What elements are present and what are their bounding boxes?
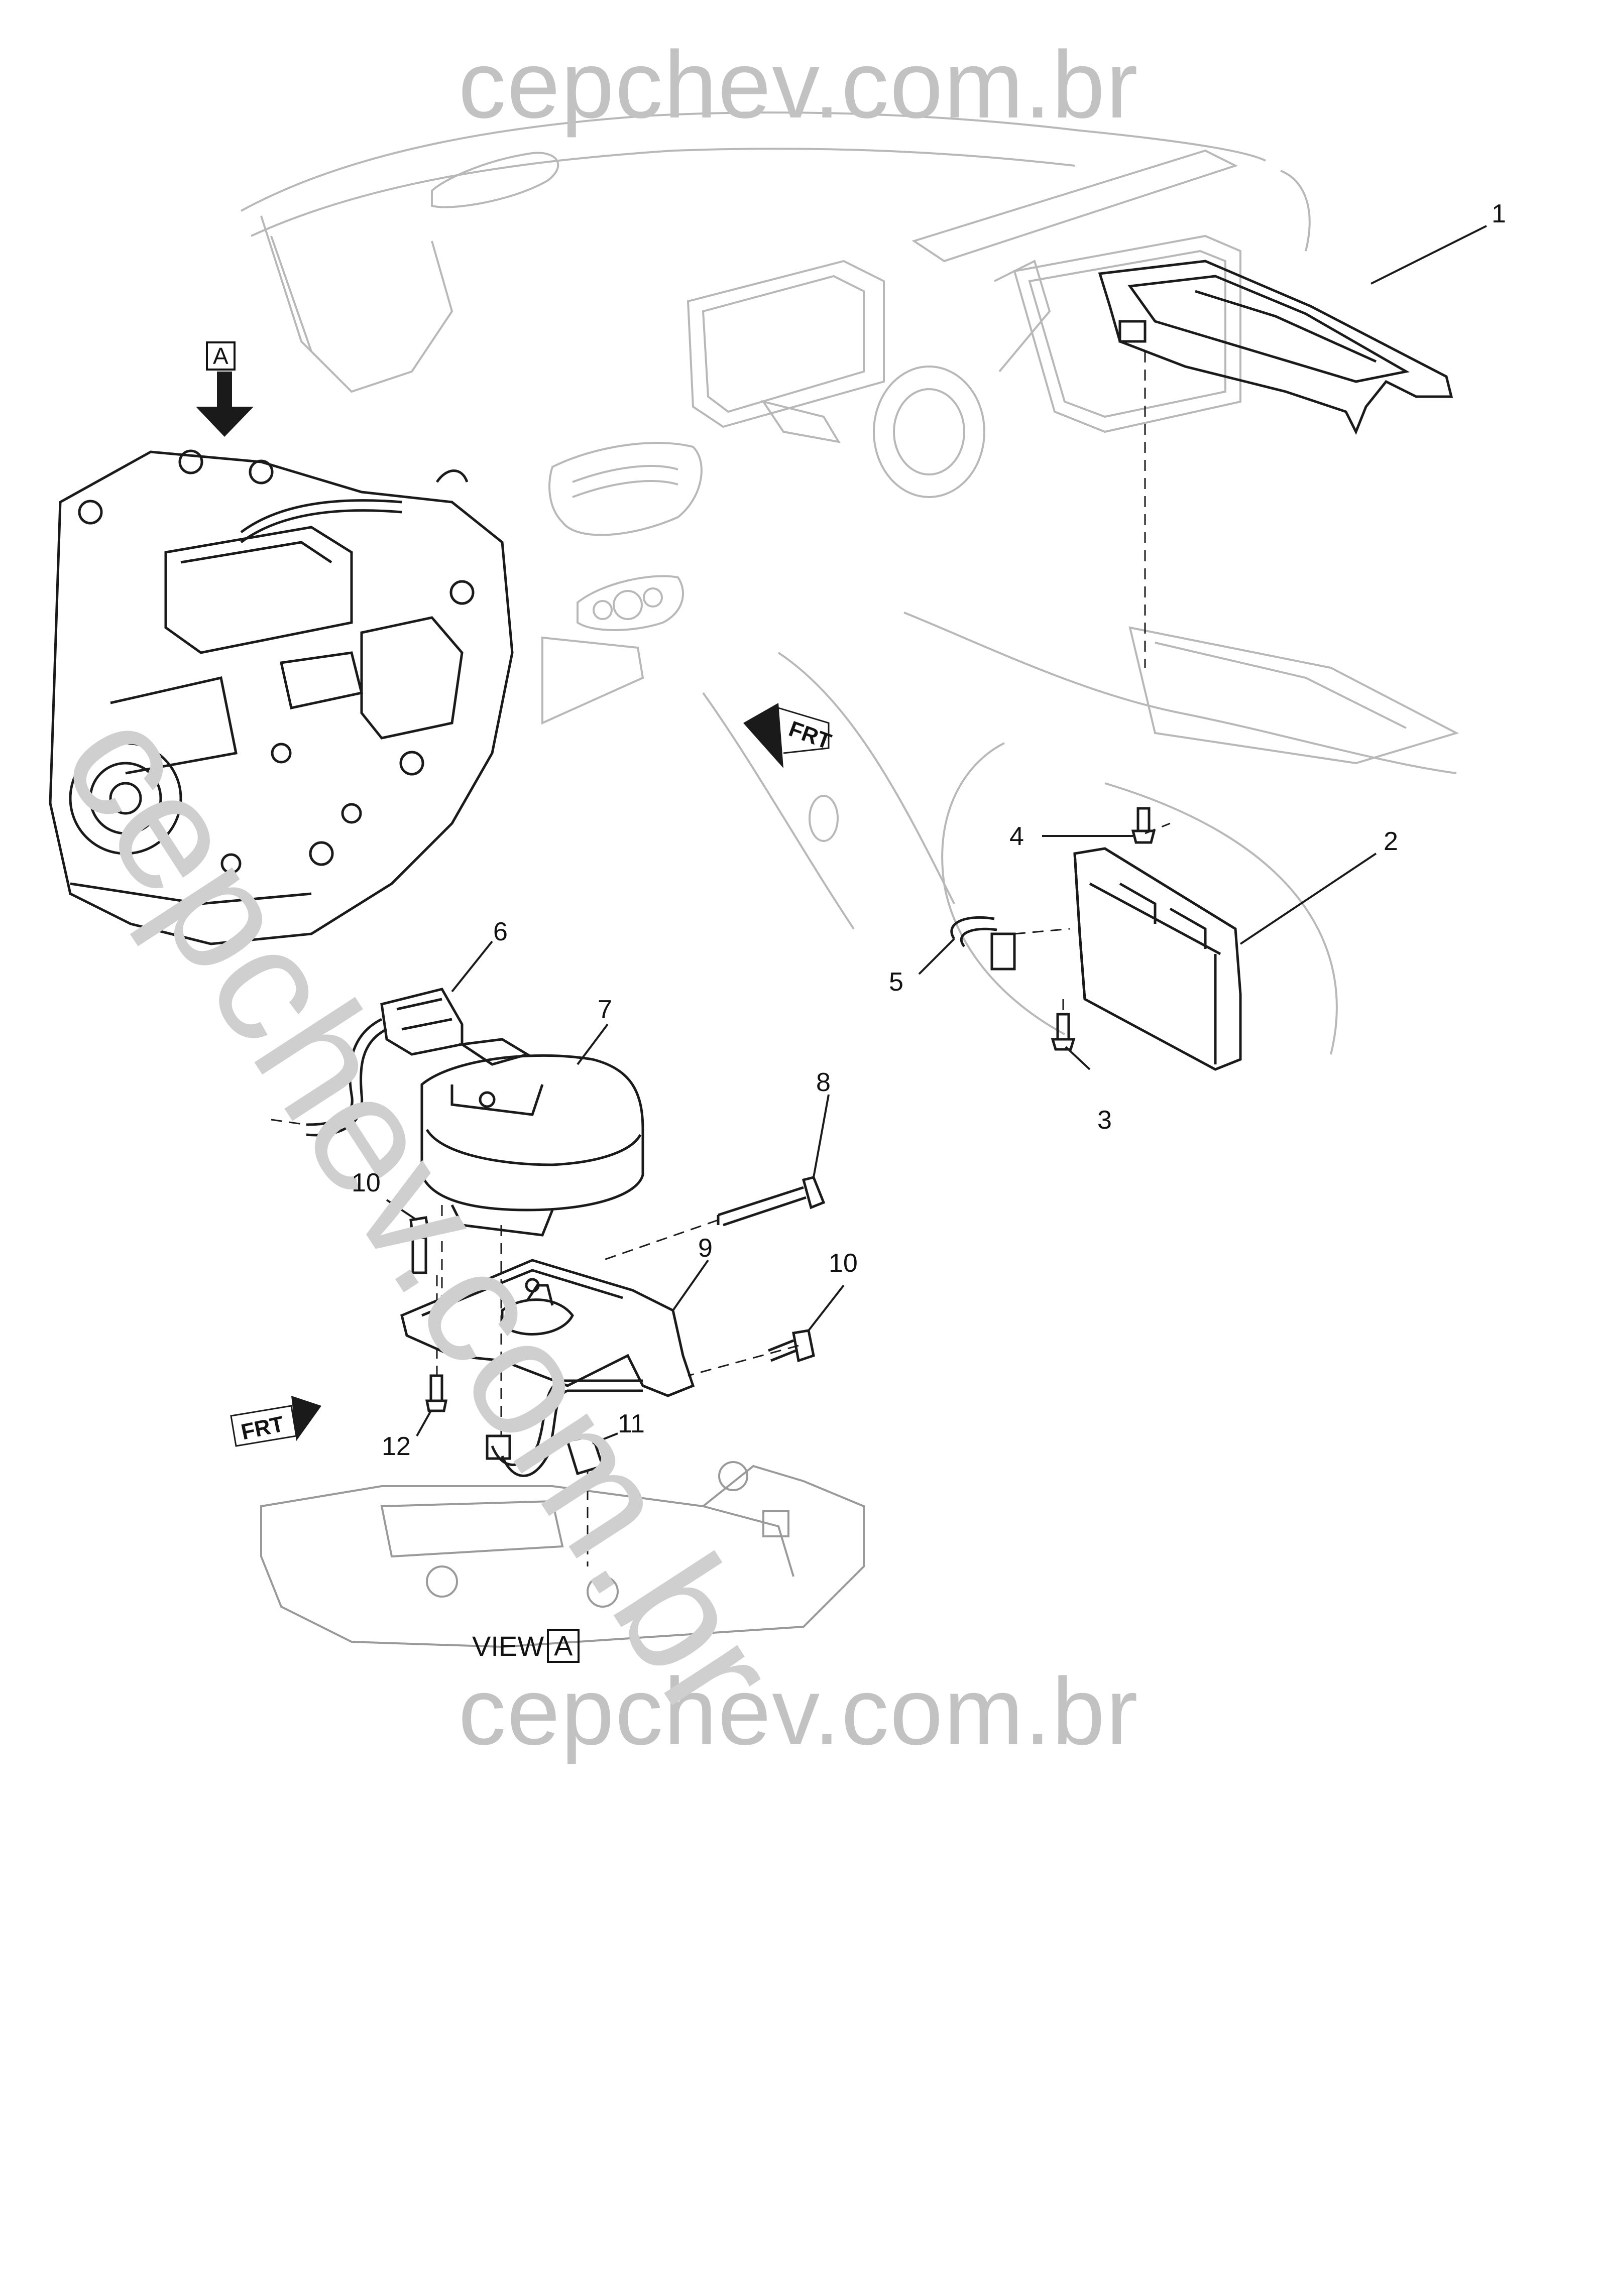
- part-10-bolt-right: [768, 1329, 815, 1363]
- callout-9: 9: [698, 1234, 713, 1263]
- watermark-bottom: cepchev.com.br: [458, 1658, 1139, 1765]
- part-6-wire-harness: [306, 1018, 388, 1137]
- part-11-clip-and-harness: [486, 1379, 643, 1477]
- callout-2: 2: [1384, 827, 1398, 856]
- view-marker-label: A: [206, 341, 236, 371]
- dashboard-ghost-outline: [241, 111, 1459, 1055]
- front-arrow-lower-icon: [230, 1396, 321, 1447]
- callout-11: 11: [618, 1409, 645, 1438]
- callout-6: 6: [493, 917, 508, 946]
- drive-unit-assembly: [49, 449, 514, 945]
- part-9-mounting-bracket: [400, 1259, 695, 1397]
- callout-10-upper: 10: [352, 1168, 381, 1197]
- callout-4: 4: [1009, 822, 1024, 851]
- assembly-guide-lines: [271, 351, 1171, 1566]
- part-7-module-housing: [420, 1038, 644, 1237]
- part-2-control-module: [1073, 847, 1242, 1071]
- callout-leader-lines: [386, 225, 1487, 1444]
- watermark-top: cepchev.com.br: [458, 32, 1139, 138]
- callout-7: 7: [598, 995, 612, 1024]
- part-1-console-trim-plate: [1098, 260, 1453, 435]
- diagram-stage: cepchev.com.br cepchev.com.br cepchev.co…: [28, 32, 1506, 1765]
- callout-1: 1: [1492, 199, 1506, 228]
- drive-unit-lower-view: [260, 1461, 865, 1648]
- callout-5: 5: [889, 968, 903, 997]
- part-10-bolt-upper: [409, 1216, 430, 1274]
- part-8-long-bolt: [717, 1176, 826, 1227]
- callout-12: 12: [382, 1432, 411, 1461]
- part-4-screw: [1131, 807, 1156, 844]
- view-a-direction-arrow: [196, 372, 254, 437]
- view-caption: VIEW A: [472, 1629, 580, 1663]
- exploded-view-drawing: [49, 111, 1487, 1648]
- view-caption-prefix: VIEW: [472, 1630, 544, 1662]
- callout-10-right: 10: [829, 1249, 858, 1278]
- front-arrow-upper-icon: [743, 703, 830, 768]
- part-5-wiring-connector: [950, 916, 1016, 971]
- part-3-screw: [1051, 1013, 1076, 1051]
- callout-3: 3: [1097, 1106, 1112, 1135]
- view-caption-letter: A: [547, 1629, 580, 1663]
- callout-8: 8: [816, 1068, 831, 1097]
